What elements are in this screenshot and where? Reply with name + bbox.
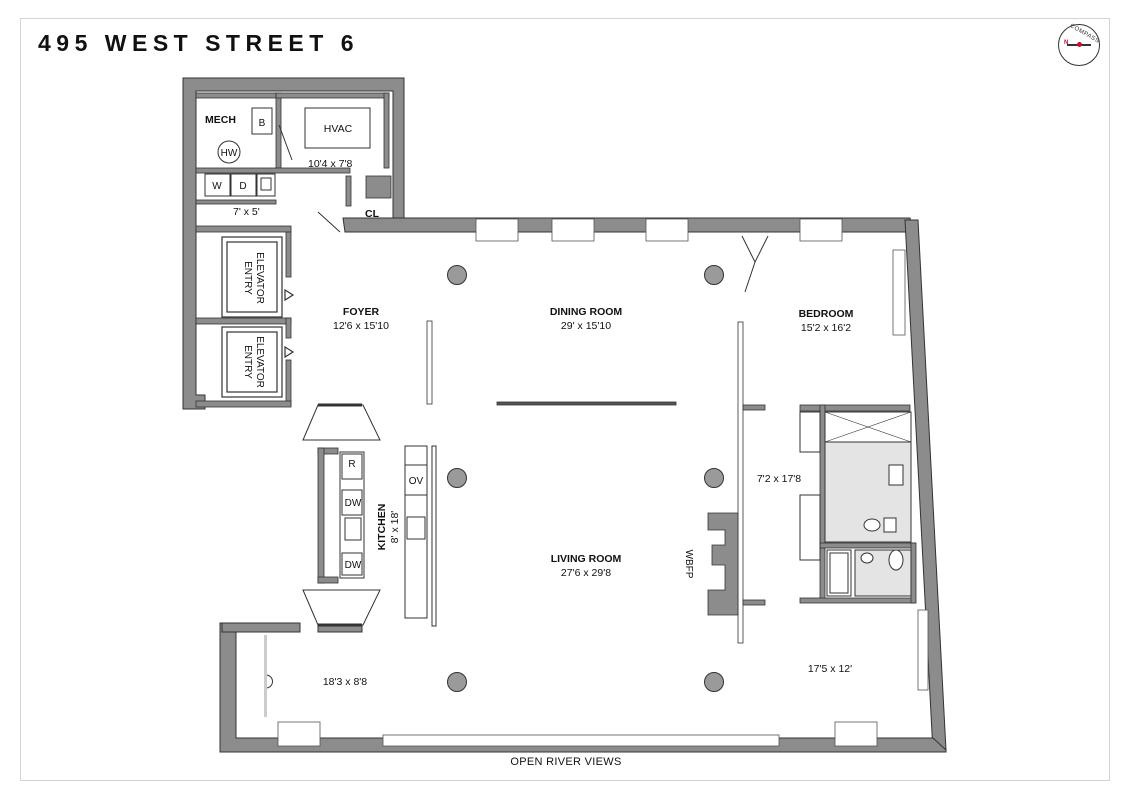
mech-fixtures [204, 107, 371, 197]
columns [447, 265, 724, 692]
elevator-entry-1-line1: ELEVATOR [254, 252, 265, 304]
mech-label: MECH [205, 114, 236, 126]
foyer-label: FOYER [343, 306, 380, 318]
elevator-entry-2-line2: ENTRY [242, 345, 253, 379]
elevator-entry-1-line2: ENTRY [242, 261, 253, 295]
dining-dim: 29' x 15'10 [561, 320, 611, 332]
bath-dim: 7'2 x 17'8 [757, 473, 801, 485]
kitchen-label: KITCHEN [376, 504, 388, 551]
windows [277, 218, 929, 747]
refrigerator-label: R [348, 459, 355, 470]
dishwasher-2-label: DW [345, 560, 362, 571]
hvac-label: HVAC [324, 123, 353, 135]
wbfp-label: WBFP [683, 550, 694, 579]
interior-walls [195, 92, 917, 644]
living-label: LIVING ROOM [551, 553, 622, 565]
boiler-label: B [259, 118, 266, 129]
bath-fixtures [799, 411, 912, 597]
misc-marks [264, 635, 273, 717]
bedroom-dim: 15'2 x 16'2 [801, 322, 851, 334]
dishwasher-1-label: DW [345, 498, 362, 509]
compass-icon: COMPASS N [1058, 23, 1100, 66]
living-dim: 27'6 x 29'8 [561, 567, 611, 579]
closet-label: CL [365, 208, 380, 220]
kitchen-dim: 8' x 18' [389, 511, 401, 544]
page-frame [20, 18, 1110, 781]
room-sw-dim: 18'3 x 8'8 [323, 676, 367, 688]
washer-label: W [212, 181, 222, 192]
hot-water-label: HW [221, 148, 238, 159]
compass-north: N [1064, 40, 1069, 46]
laundry-dim: 7' x 5' [233, 206, 260, 218]
elevator-entry-2-line1: ELEVATOR [254, 336, 265, 388]
bedroom-label: BEDROOM [799, 308, 854, 320]
hvac-dim: 10'4 x 7'8 [308, 158, 352, 170]
room-se-dim: 17'5 x 12' [808, 663, 852, 675]
kitchen-fixtures [339, 445, 437, 627]
compass-center [1077, 42, 1082, 47]
elevators [221, 236, 295, 398]
dryer-label: D [239, 181, 246, 192]
foyer-dim: 12'6 x 15'10 [333, 320, 389, 332]
footer-caption: OPEN RIVER VIEWS [510, 756, 622, 768]
listing-title: 495 WEST STREET 6 [38, 30, 360, 56]
oven-label: OV [409, 476, 424, 487]
doors [278, 124, 769, 627]
dining-label: DINING ROOM [550, 306, 623, 318]
